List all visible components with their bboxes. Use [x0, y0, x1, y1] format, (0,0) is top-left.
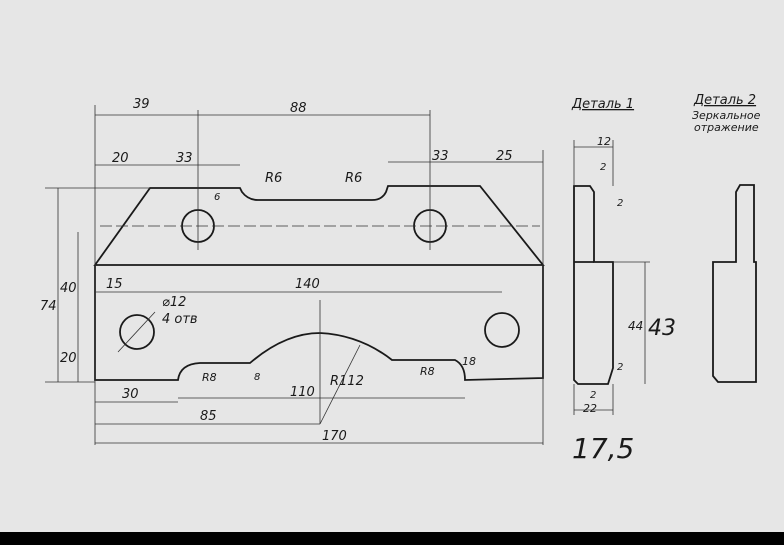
- dim-170: 170: [322, 429, 347, 444]
- dim-12: 12: [597, 135, 611, 148]
- dim-44: 44: [628, 319, 643, 333]
- hole: [484, 312, 520, 348]
- dim-22: 22: [583, 402, 597, 415]
- dim-r8: R8: [420, 365, 435, 378]
- hole-count: 4 отв: [162, 312, 198, 327]
- detail2-note-line2: отражение: [694, 121, 759, 134]
- dim-74: 74: [40, 299, 57, 314]
- dim-15: 15: [106, 277, 123, 292]
- detail1-outline: [573, 185, 614, 385]
- dim-r6: R6: [345, 171, 362, 186]
- dim-r112: R112: [330, 374, 364, 389]
- dim-40: 40: [60, 281, 77, 296]
- dim-18: 18: [462, 355, 476, 368]
- dim-85: 85: [200, 409, 217, 424]
- handwritten-43: 43: [648, 316, 676, 341]
- dim-2: 2: [600, 162, 606, 173]
- hole-diameter: ⌀12: [162, 295, 186, 310]
- detail1-title: Деталь 1: [571, 97, 634, 112]
- dim-88: 88: [290, 101, 307, 116]
- dim-r8: R8: [202, 371, 217, 384]
- dim-r6: R6: [265, 171, 282, 186]
- dim-2: 2: [617, 362, 623, 373]
- detail1-dim-lines: [573, 140, 650, 415]
- detail2-outline: [712, 184, 757, 383]
- main-dimension-labels: 39 88 20 33 R6 R6 33 25 6 74 40 20 15 14…: [40, 97, 513, 444]
- dim-33: 33: [176, 151, 193, 166]
- handwritten-17-5: 17,5: [572, 432, 634, 465]
- dim-33: 33: [432, 149, 449, 164]
- dim-110: 110: [290, 385, 315, 400]
- dim-2: 2: [617, 198, 623, 209]
- dim-20: 20: [112, 151, 129, 166]
- dim-20: 20: [60, 351, 77, 366]
- detail2-note-line1: Зеркальное: [692, 109, 761, 122]
- dim-39: 39: [133, 97, 150, 112]
- dim-140: 140: [295, 277, 320, 292]
- dim-30: 30: [122, 387, 139, 402]
- dim-2: 2: [590, 390, 596, 401]
- dimension-lines: [45, 105, 544, 445]
- paper: [0, 0, 784, 532]
- detail2-labels: Деталь 2 Зеркальное отражение: [692, 93, 761, 134]
- detail2-title: Деталь 2: [693, 93, 756, 108]
- detail1-labels: Деталь 1 12 2 2 44 43 2 2 22 17,5: [571, 97, 676, 465]
- hole: [119, 314, 155, 350]
- dim-8: 8: [254, 372, 260, 383]
- dim-25: 25: [496, 149, 513, 164]
- dim-6: 6: [214, 192, 220, 203]
